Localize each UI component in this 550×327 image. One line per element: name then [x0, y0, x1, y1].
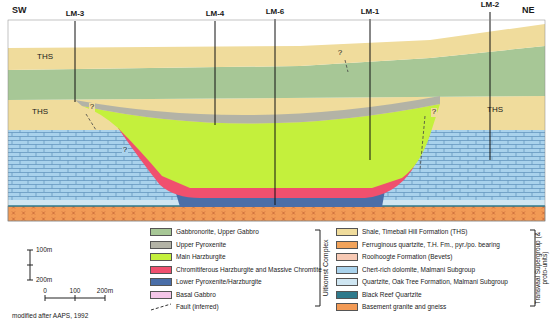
section-label: modified after AAPS, 1992: [12, 312, 88, 319]
legend-text: Chromitiferous Harzburgite and Massive C…: [176, 265, 322, 275]
section-label: ?: [431, 108, 437, 117]
legend-text: Basal Gabbro: [176, 290, 216, 300]
legend-text: Rooihoogte Formation (Bevets): [362, 252, 452, 262]
section-label: ?: [89, 103, 95, 112]
legend-swatch: [150, 266, 172, 274]
legend-text: Main Harzburgite: [176, 252, 226, 262]
section-label: NE: [522, 6, 535, 16]
legend-swatch: [336, 253, 358, 261]
section-label: THS: [32, 108, 48, 117]
group-bracket-label: Uitkomst Complex: [322, 223, 330, 313]
section-label: THS: [487, 106, 503, 115]
legend-swatch: [150, 291, 172, 299]
legend-text: Fault (inferred): [176, 302, 219, 312]
section-label: LM-4: [206, 10, 225, 19]
legend-swatch: [336, 303, 358, 311]
legend-swatch: [150, 278, 172, 286]
section-label: ?: [122, 146, 128, 155]
legend-swatch: [336, 241, 358, 249]
legend-swatch: [150, 228, 172, 236]
legend-swatch: [336, 291, 358, 299]
section-label: 200m: [97, 287, 113, 294]
legend-text: Gabbronorite, Upper Gabbro: [176, 227, 259, 237]
section-label: LM-2: [481, 1, 500, 10]
legend-swatch: [336, 228, 358, 236]
section-label: LM-3: [66, 10, 85, 19]
legend-swatch: [336, 266, 358, 274]
legend-swatch: [150, 253, 172, 261]
legend-text: Basement granite and gneiss: [362, 302, 446, 312]
legend-text: Ferruginous quartzite, T.H. Fm., pyr./po…: [362, 240, 500, 250]
section-label: 100: [70, 287, 81, 294]
section-label: THS: [37, 53, 53, 62]
section-label: 0: [43, 287, 47, 294]
legend-text: Shale, Timeball Hill Formation (THS): [362, 227, 467, 237]
section-label: LM-1: [361, 8, 380, 17]
legend-swatch: [150, 241, 172, 249]
section-label: 200m: [36, 276, 52, 283]
section-label: SW: [12, 6, 27, 16]
legend-text: Black Reef Quartzite: [362, 290, 422, 300]
section-label: 100m: [36, 246, 52, 253]
group-bracket-label: Transvaal Supergroup (& proto-units): [534, 230, 548, 306]
section-label: ?: [338, 49, 342, 58]
legend-text: Chert-rich dolomite, Malmani Subgroup: [362, 265, 475, 275]
section-label: LM-6: [266, 8, 285, 17]
legend-text: Upper Pyroxenite: [176, 240, 226, 250]
legend-text: Lower Pyroxenite/Harzburgite: [176, 277, 262, 287]
fault-line-symbol: [150, 302, 172, 312]
legend-swatch: [336, 278, 358, 286]
legend-text: Quartzite, Oak Tree Formation, Malmani S…: [362, 277, 508, 287]
